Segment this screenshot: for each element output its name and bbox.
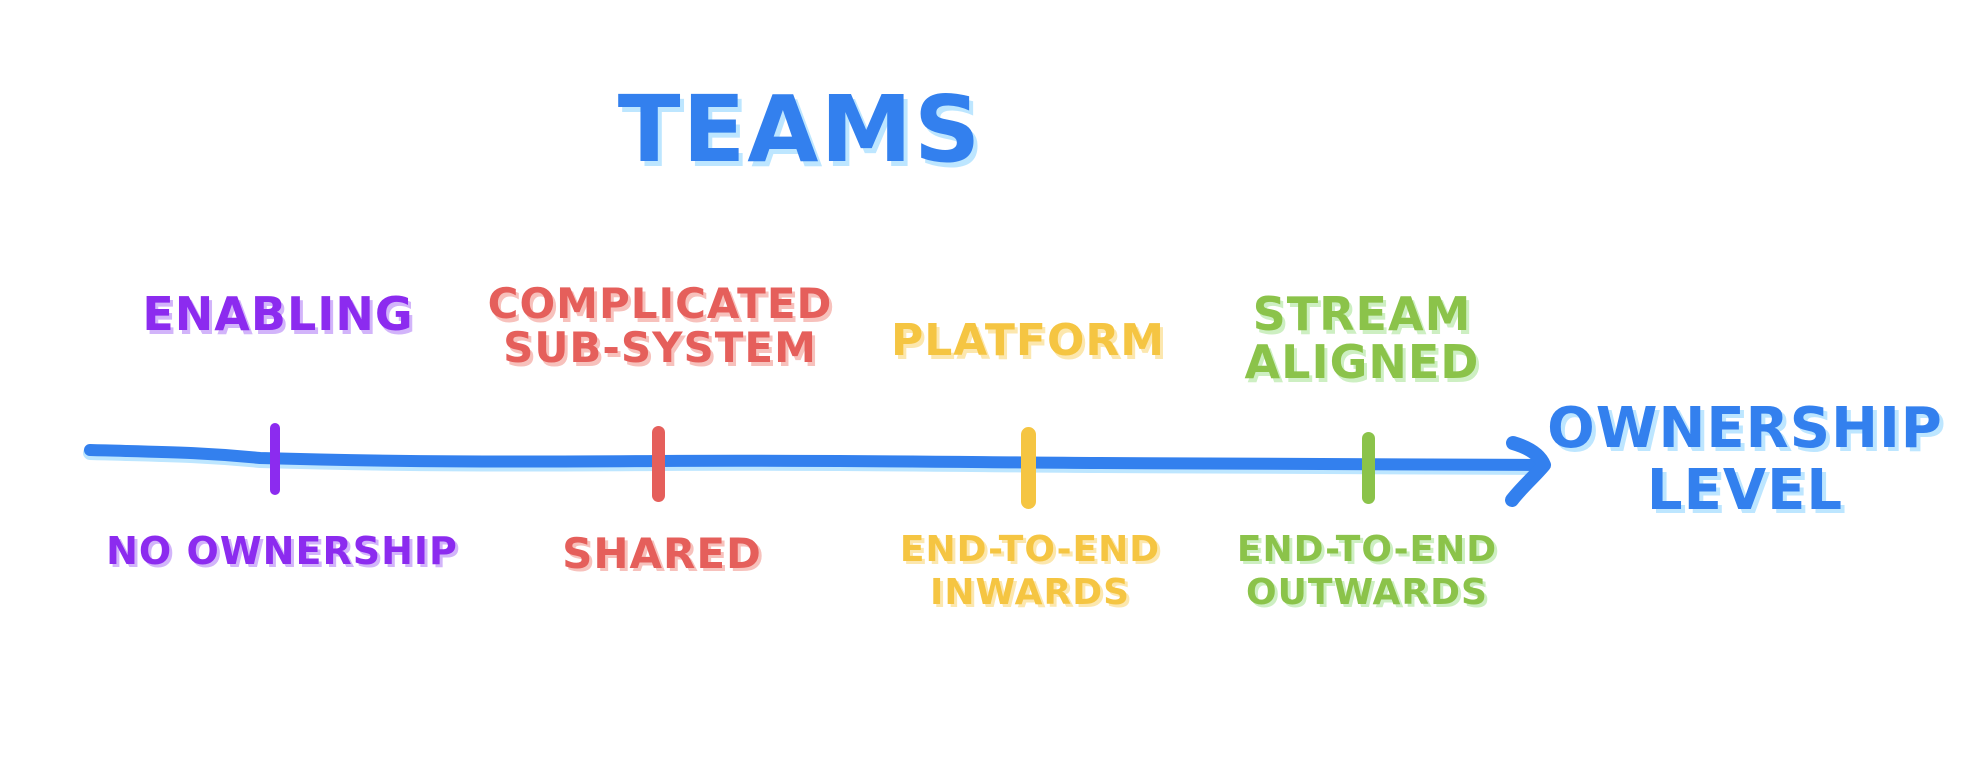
team-name-platform: Platform [890, 315, 1166, 366]
ownership-shared: Shared [562, 529, 762, 578]
tick-stream-aligned [1362, 432, 1375, 504]
axis-label-ownership-level: Ownership Level [1547, 396, 1943, 523]
tick-complicated-subsystem [652, 426, 665, 502]
ownership-end-to-end-inwards: End-to-end inwards [899, 529, 1161, 614]
ownership-end-to-end-outwards: End-to-end outwards [1236, 529, 1498, 614]
team-name-stream-aligned: Stream Aligned [1244, 287, 1480, 390]
arrow-right-icon [1505, 436, 1551, 507]
tick-enabling [270, 423, 280, 495]
tick-platform [1021, 427, 1036, 509]
team-name-enabling: Enabling [142, 287, 414, 341]
ownership-no-ownership: No ownership [106, 529, 458, 573]
diagram-title: Teams [617, 76, 983, 183]
team-name-complicated-subsystem: Complicated Sub-System [487, 279, 833, 373]
